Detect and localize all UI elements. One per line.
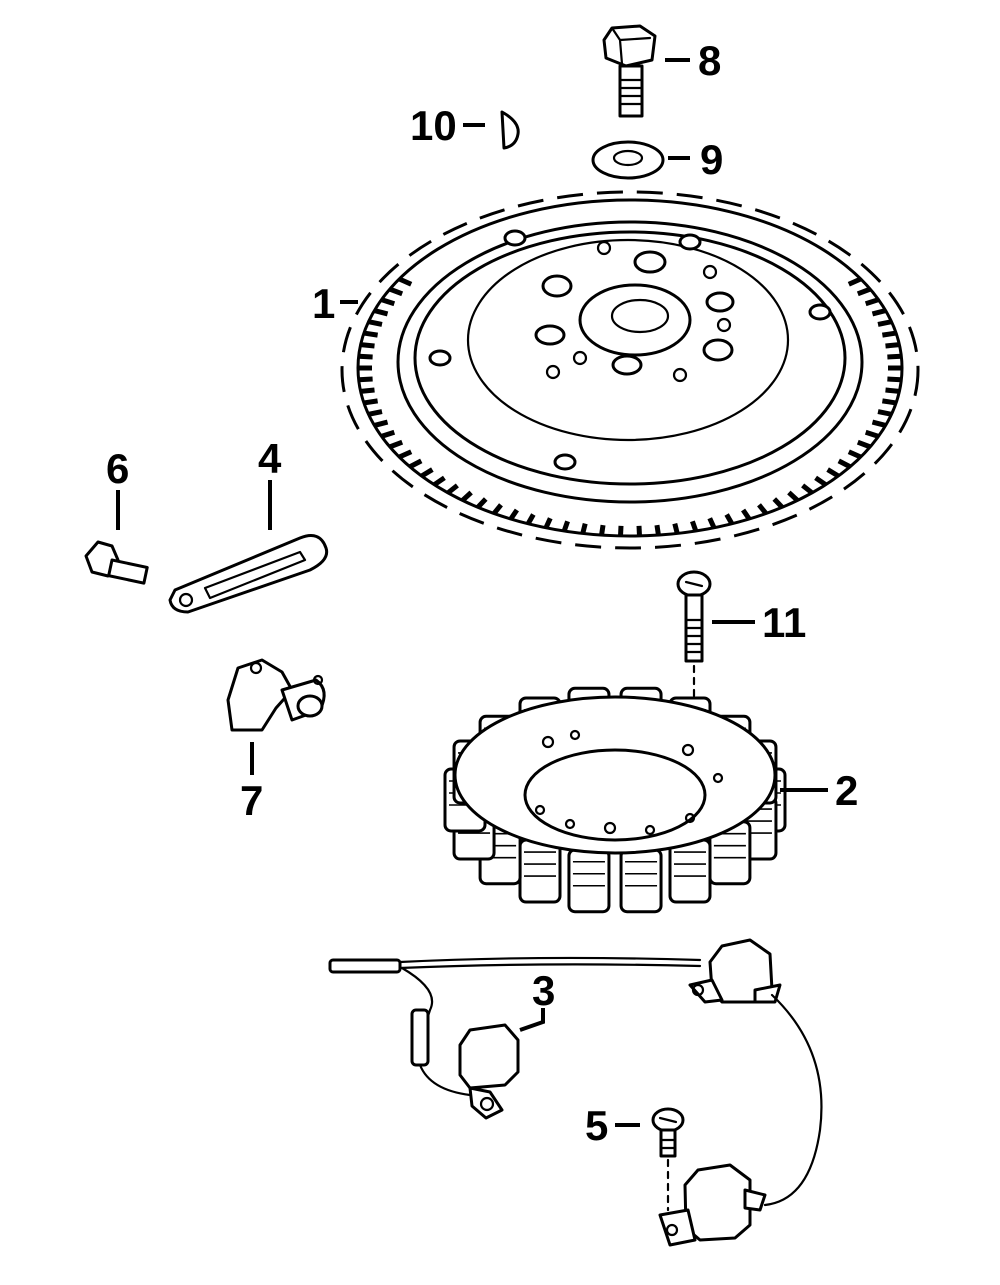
gear-tooth	[856, 439, 872, 450]
callout-5: 5	[585, 1102, 608, 1149]
gear-tooth	[887, 353, 902, 360]
gear-tooth	[508, 508, 519, 521]
stator-pole	[567, 848, 611, 914]
gear-tooth	[373, 419, 389, 428]
callout-8: 8	[698, 37, 721, 84]
gear-tooth	[877, 319, 892, 327]
gear-tooth	[801, 483, 814, 495]
gear-tooth	[741, 508, 752, 521]
leader-lines	[116, 58, 828, 1127]
gear-tooth	[360, 387, 375, 394]
gear-tooth	[881, 398, 897, 406]
flywheel	[340, 190, 920, 550]
gear-tooth	[398, 276, 413, 287]
gear-tooth	[543, 517, 553, 529]
gear-tooth	[654, 524, 661, 536]
gear-tooth	[525, 513, 536, 525]
gear-tooth	[672, 523, 680, 535]
gear-tooth	[724, 513, 735, 525]
gear-tooth	[599, 524, 606, 536]
gear-tooth	[561, 520, 570, 532]
sensor	[226, 658, 326, 732]
callout-9: 9	[700, 136, 723, 183]
callout-3: 3	[532, 967, 555, 1014]
gear-tooth	[398, 449, 413, 460]
ignition-module-assembly	[328, 938, 823, 1247]
gear-tooth	[368, 409, 383, 417]
module-screw	[651, 1107, 685, 1212]
callout-1: 1	[312, 280, 335, 327]
gear-tooth	[373, 308, 389, 317]
gear-tooth	[388, 439, 404, 450]
gear-tooth	[363, 330, 379, 338]
stator-pole	[518, 838, 562, 904]
gear-tooth	[814, 475, 828, 487]
gear-tooth	[837, 458, 852, 469]
flywheel-bolt	[602, 24, 657, 118]
gear-tooth	[856, 286, 872, 297]
gear-tooth	[885, 342, 900, 349]
callout-4: 4	[258, 435, 282, 482]
gear-tooth	[580, 523, 588, 535]
gear-tooth	[408, 458, 423, 469]
gear-tooth	[871, 419, 887, 428]
gear-tooth	[368, 319, 383, 327]
gear-tooth	[432, 475, 446, 487]
gear-tooth	[358, 353, 373, 360]
gear-tooth	[881, 330, 897, 338]
bracket-bolt	[84, 540, 149, 585]
gear-tooth	[864, 297, 880, 307]
gear-tooth	[887, 376, 902, 383]
gear-tooth	[380, 429, 396, 439]
gear-tooth	[446, 483, 459, 495]
gear-tooth	[388, 286, 404, 297]
gear-tooth	[864, 429, 880, 439]
gear-tooth	[772, 497, 784, 509]
washer	[591, 140, 665, 180]
gear-tooth	[826, 467, 840, 479]
gear-tooth	[690, 520, 699, 532]
gear-tooth	[492, 503, 503, 516]
stator-pole	[619, 848, 663, 914]
gear-tooth	[847, 276, 862, 287]
gear-tooth	[460, 490, 473, 503]
callout-7: 7	[240, 777, 263, 824]
gear-tooth	[877, 409, 892, 417]
callout-2: 2	[835, 767, 858, 814]
woodruff-key	[500, 110, 520, 150]
gear-tooth	[380, 297, 396, 307]
gear-tooth	[476, 497, 488, 509]
callout-10: 10	[410, 102, 457, 149]
gear-tooth	[871, 308, 887, 317]
callout-11: 11	[762, 599, 806, 646]
gear-tooth	[847, 449, 862, 460]
stator-pole	[668, 838, 712, 904]
bracket	[168, 534, 329, 614]
gear-tooth	[358, 376, 373, 383]
gear-tooth	[885, 387, 900, 394]
gear-tooth	[363, 398, 379, 406]
gear-tooth	[707, 517, 717, 529]
gear-tooth	[360, 342, 375, 349]
gear-tooth	[787, 490, 800, 503]
stator	[443, 686, 787, 914]
callout-6: 6	[106, 445, 129, 492]
gear-tooth	[420, 467, 434, 479]
gear-tooth	[757, 503, 768, 516]
